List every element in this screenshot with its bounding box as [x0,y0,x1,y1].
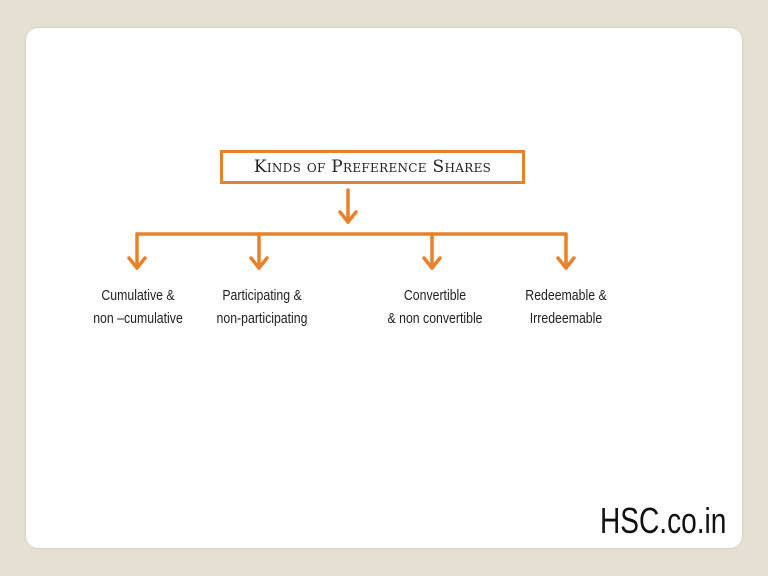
branch-arrow-1 [127,232,147,270]
branch-arrow-3 [422,232,442,270]
branch-arrow-2 [249,232,269,270]
label-line: & non convertible [387,310,483,327]
label-line: non –cumulative [93,310,183,327]
label-line: Redeemable & [525,287,607,304]
watermark-logo: HSC.co.in [600,500,727,541]
label-line: Convertible [403,287,467,304]
label-line: non-participating [216,310,308,327]
label-line: Irredeemable [529,310,603,327]
branch-label-convertible: Convertible & non convertible [374,284,497,330]
root-arrow [338,188,358,224]
slide-card [26,28,742,548]
root-title: Kinds of Preference Shares [253,157,492,177]
branch-label-cumulative: Cumulative & non –cumulative [77,284,200,330]
root-node: Kinds of Preference Shares [220,150,525,184]
label-line: Cumulative & [101,287,175,304]
label-line: Participating & [222,287,302,304]
branch-label-participating: Participating & non-participating [201,284,324,330]
branch-label-redeemable: Redeemable & Irredeemable [505,284,628,330]
branch-arrow-4 [556,232,576,270]
